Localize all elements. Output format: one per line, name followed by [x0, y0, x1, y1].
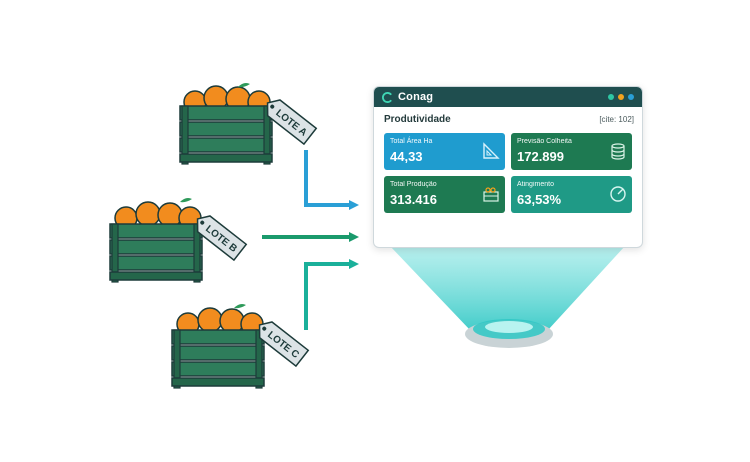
dashboard-window: Conag Produtividade [cite: 102] Total Ár… [373, 86, 643, 248]
metric-label: Atingimento [517, 181, 554, 188]
crate-lote-a: LOTE A [179, 83, 318, 165]
window-dot-orange-icon[interactable] [618, 94, 624, 100]
panel-title: Produtividade [384, 114, 451, 125]
metric-card-total-area[interactable]: Total Área Ha 44,33 [384, 133, 505, 170]
conag-logo-icon [382, 91, 392, 103]
coins-stack-icon [611, 143, 625, 160]
arrow-lote-a [304, 150, 359, 210]
metric-value: 63,53% [517, 192, 562, 207]
metric-value: 172.899 [517, 149, 564, 164]
metric-card-previsao-colheita[interactable]: Previsão Colheita 172.899 [511, 133, 632, 170]
window-dot-blue-icon[interactable] [628, 94, 634, 100]
metric-label: Previsão Colheita [517, 138, 572, 145]
metric-value: 44,33 [390, 149, 423, 164]
metric-card-total-producao[interactable]: Total Produção 313.416 [384, 176, 505, 213]
crate-box-icon [483, 187, 499, 202]
projector-glow [485, 321, 533, 333]
ruler-triangle-icon [483, 142, 500, 159]
oranges [183, 83, 271, 114]
window-titlebar: Conag [374, 87, 642, 107]
crate-lote-b: LOTE B [109, 198, 248, 283]
window-dot-green-icon[interactable] [608, 94, 614, 100]
metric-label: Total Área Ha [390, 138, 433, 145]
target-gauge-icon [610, 186, 626, 202]
projector-beam [390, 246, 625, 330]
crate-lote-c: LOTE C [171, 304, 310, 389]
metric-card-atingimento[interactable]: Atingimento 63,53% [511, 176, 632, 213]
window-controls [608, 94, 634, 100]
arrow-lote-c [304, 259, 359, 330]
app-name: Conag [398, 91, 434, 103]
metric-cards: Total Área Ha 44,33 Previsão Colheita 17… [374, 125, 642, 213]
panel-header: Produtividade [cite: 102] [374, 107, 642, 125]
projector [390, 246, 625, 348]
metric-label: Total Produção [390, 181, 437, 188]
metric-value: 313.416 [390, 192, 437, 207]
panel-cite: [cite: 102] [599, 115, 634, 124]
